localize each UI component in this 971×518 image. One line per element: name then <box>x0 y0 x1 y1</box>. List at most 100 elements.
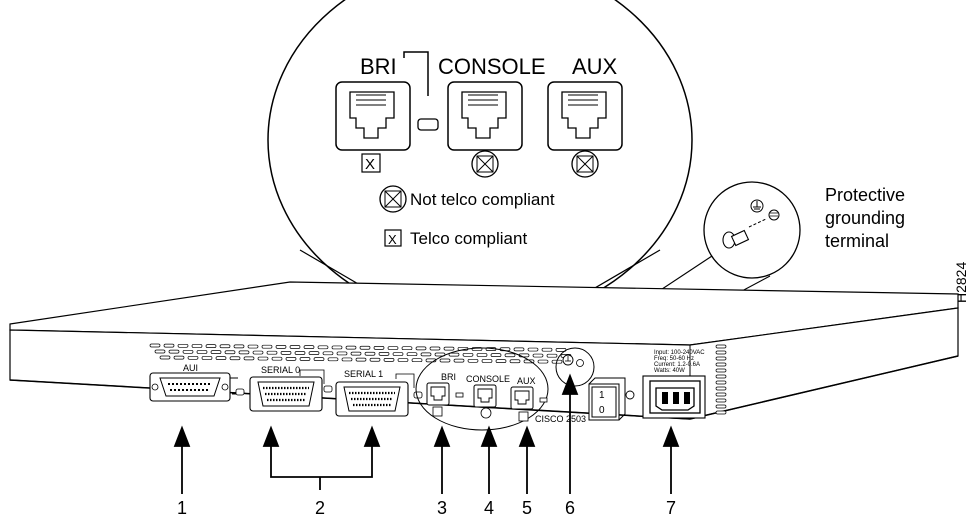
side-vent-slot <box>715 398 727 403</box>
side-vent-slot <box>715 392 727 397</box>
vent-slot <box>182 349 194 354</box>
model-label: CISCO 2503 <box>535 414 586 424</box>
side-vent-slots <box>715 344 727 415</box>
callout-number: 1 <box>177 498 187 518</box>
callout-numbers: 1 2 3 4 5 6 7 <box>177 498 676 518</box>
vent-slot <box>308 351 320 355</box>
vent-slot <box>383 358 395 362</box>
serial0-connector: SERIAL 0 <box>235 365 333 412</box>
grounding-label-line1: Protective <box>825 185 905 205</box>
chassis: AUI SERIAL 0 SERIAL 1 <box>9 281 959 431</box>
vent-slot <box>462 352 474 357</box>
vent-slot <box>313 357 325 361</box>
vent-slot <box>443 346 455 351</box>
vent-slot <box>205 344 217 348</box>
vent-slot <box>322 351 334 356</box>
power-rating-text: Input: 100-240VAC Freq: 50-60 Hz Current… <box>654 350 705 374</box>
side-vent-slot <box>715 410 727 415</box>
vent-slot <box>271 356 283 361</box>
switch-off-label: 0 <box>599 405 605 416</box>
power-info-line: Freq: 50-60 Hz <box>654 356 694 362</box>
vent-slot <box>163 343 175 348</box>
vent-slot <box>285 357 297 361</box>
chassis-aux-label: AUX <box>517 376 536 386</box>
vent-slot <box>495 359 507 363</box>
vent-slot <box>532 353 544 358</box>
vent-slot <box>345 345 357 350</box>
vent-slot <box>196 350 208 354</box>
vent-slot <box>509 359 521 364</box>
side-vent-slot <box>715 362 727 367</box>
legend-telco-label: Telco compliant <box>410 229 527 248</box>
legend-not-telco-icon <box>379 185 407 213</box>
vent-slot <box>238 350 250 355</box>
serial1-connector: SERIAL 1 <box>335 369 423 417</box>
vent-slot <box>336 351 348 356</box>
side-vent-slot <box>715 374 727 379</box>
vent-slot <box>411 358 423 363</box>
callout-arrows <box>173 373 680 494</box>
power-info-line: Input: 100-240VAC <box>654 350 705 356</box>
vent-slot <box>341 357 353 362</box>
callout-number: 7 <box>666 498 676 518</box>
vent-slot <box>252 350 264 355</box>
vent-slot <box>401 346 413 351</box>
svg-text:X: X <box>388 232 397 247</box>
vent-slot <box>201 356 213 360</box>
figure-id: H2824 <box>953 262 969 303</box>
vent-slot <box>229 356 241 361</box>
switch-on-label: 1 <box>599 390 605 401</box>
vent-slot <box>233 344 245 349</box>
vent-slot <box>303 345 315 349</box>
vent-slot <box>257 356 269 361</box>
vent-slot <box>275 345 287 349</box>
bubble-aux-jack <box>547 81 623 178</box>
side-vent-slot <box>715 386 727 391</box>
legend-telco-icon: X <box>384 229 402 247</box>
vent-slot <box>429 346 441 351</box>
vent-slot <box>177 343 189 348</box>
chassis-console-label: CONSOLE <box>466 374 510 384</box>
bubble-console-label: CONSOLE <box>438 54 546 79</box>
grounding-label-line2: grounding <box>825 208 905 228</box>
side-vent-slot <box>715 350 727 355</box>
vent-slot <box>513 347 525 352</box>
vent-slot <box>247 344 259 349</box>
power-info-line: Watts: 40W <box>654 368 685 374</box>
vent-slot <box>168 349 180 354</box>
bubble-bri-jack: X <box>335 81 411 173</box>
aui-label: AUI <box>183 363 198 373</box>
vent-slot <box>317 345 329 350</box>
vent-slot <box>364 351 376 356</box>
vent-slot <box>280 351 292 355</box>
callout-number: 6 <box>565 498 575 518</box>
serial1-label: SERIAL 1 <box>344 369 383 379</box>
vent-slot <box>149 343 161 348</box>
vent-slot <box>481 359 493 363</box>
vent-slot <box>527 347 539 352</box>
side-vent-slot <box>715 404 727 409</box>
bubble-console-jack <box>447 81 523 178</box>
vent-slot <box>191 344 203 348</box>
power-switch: 1 0 <box>588 377 626 421</box>
ground-hole-icon <box>768 209 780 221</box>
svg-text:X: X <box>365 156 375 173</box>
vent-slot <box>289 345 301 349</box>
vent-slot <box>467 358 479 363</box>
vent-slot <box>210 350 222 354</box>
vent-slot <box>448 352 460 357</box>
power-info-line: Current: 1.2-0.6A <box>654 362 700 368</box>
callout-number: 5 <box>522 498 532 518</box>
chassis-ground-outline <box>555 347 595 387</box>
vent-slot <box>350 351 362 356</box>
callout-number: 2 <box>315 498 325 518</box>
serial0-label: SERIAL 0 <box>261 365 300 375</box>
side-vent-slot <box>715 356 727 361</box>
vent-slot <box>373 346 385 350</box>
side-vent-slot <box>715 368 727 373</box>
magnifier-bubble: BRI CONSOLE AUX X <box>267 0 693 356</box>
vent-slot <box>187 355 199 360</box>
vent-slot <box>490 353 502 357</box>
vent-slot <box>387 346 399 350</box>
vent-slot <box>243 356 255 361</box>
